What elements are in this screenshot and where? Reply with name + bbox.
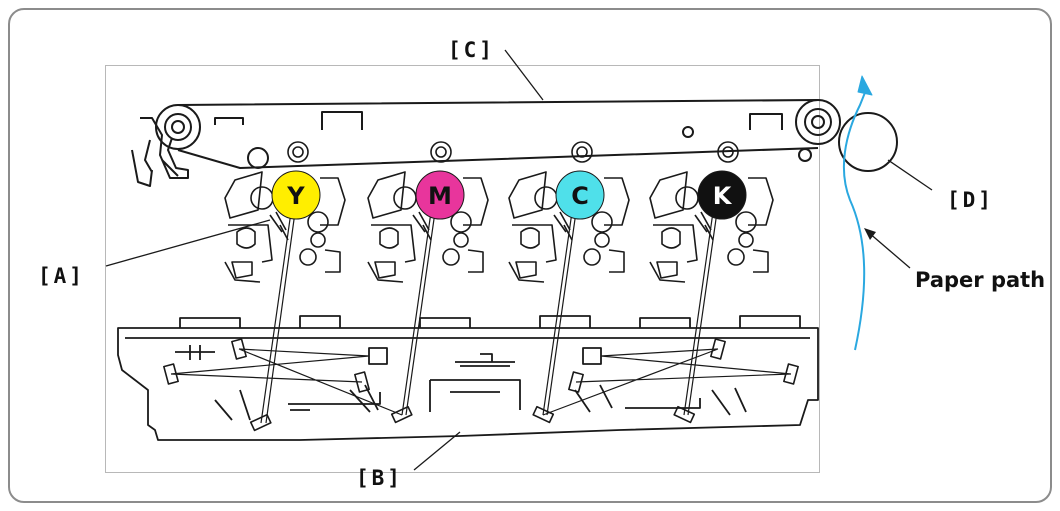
drum-circle <box>555 170 605 220</box>
drum-y: Y <box>271 170 321 220</box>
laser-beams <box>170 204 792 424</box>
paper-path-arrowhead <box>857 75 873 96</box>
drum-letter: K <box>713 182 733 210</box>
transfer-belt <box>131 99 841 187</box>
outer-frame <box>8 8 1052 503</box>
drum-c: C <box>555 170 605 220</box>
mirrors <box>163 338 799 432</box>
drum-circle <box>415 170 465 220</box>
drum-letter: Y <box>286 182 305 210</box>
drum-m: M <box>415 170 465 220</box>
drum-circle <box>271 170 321 220</box>
label-paper-path: Paper path <box>915 268 1046 292</box>
label-a: [A] <box>38 264 85 288</box>
leader-lines <box>105 49 933 471</box>
laser-unit <box>117 315 819 441</box>
drum-letter: C <box>571 182 589 210</box>
label-d: [D] <box>947 188 994 212</box>
paper-path <box>842 75 873 351</box>
transfer-roller-d <box>838 112 898 172</box>
paper-path-pointer-arrowhead <box>864 228 876 240</box>
drum-k: K <box>697 170 747 220</box>
label-b: [B] <box>356 466 403 490</box>
drum-circle <box>697 170 747 220</box>
drum-letter: M <box>428 182 452 210</box>
label-c: [C] <box>448 38 495 62</box>
